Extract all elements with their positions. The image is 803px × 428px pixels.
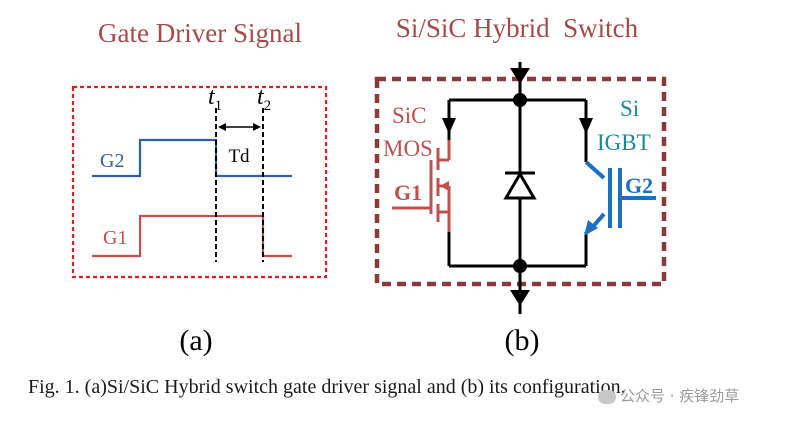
sic-current-arrow — [442, 118, 456, 134]
bottom-terminal-arrow — [510, 290, 530, 306]
diode-icon — [503, 171, 537, 200]
sic-body-arrow — [440, 181, 449, 191]
igbt-emitter-arrow — [584, 220, 598, 236]
figure-caption: Fig. 1. (a)Si/SiC Hybrid switch gate dri… — [28, 376, 626, 398]
td-label: Td — [228, 146, 250, 167]
panel-b-title: Si/SiC Hybrid Switch — [396, 13, 639, 43]
watermark: 公众号 · 疾锋劲草 — [598, 385, 739, 406]
td-arrowhead-left — [218, 123, 226, 131]
sic-mosfet-icon — [392, 140, 451, 232]
si-gate-label: G2 — [625, 173, 653, 198]
t1-label: t1 — [208, 84, 222, 114]
panel-a-title: Gate Driver Signal — [98, 18, 302, 48]
sic-label-line2: MOS — [383, 136, 433, 161]
si-label-line2: IGBT — [597, 130, 651, 155]
igbt-current-arrow — [579, 118, 593, 134]
td-arrowhead-right — [253, 123, 261, 131]
g2-waveform — [92, 138, 292, 178]
watermark-text: 公众号 · 疾锋劲草 — [620, 387, 740, 405]
panel-a-dashed-box — [71, 85, 328, 279]
g1-label: G1 — [103, 227, 127, 249]
panel-b-label: (b) — [505, 324, 540, 357]
top-terminal-arrow — [510, 68, 530, 84]
sic-label-line1: SiC — [392, 103, 427, 128]
t2-label: t2 — [257, 84, 271, 114]
si-label-line1: Si — [620, 96, 639, 121]
sic-gate-label: G1 — [394, 180, 422, 205]
g2-label: G2 — [100, 150, 124, 172]
g1-waveform — [92, 214, 292, 258]
panel-a-label: (a) — [179, 324, 212, 357]
wechat-icon — [598, 389, 616, 404]
